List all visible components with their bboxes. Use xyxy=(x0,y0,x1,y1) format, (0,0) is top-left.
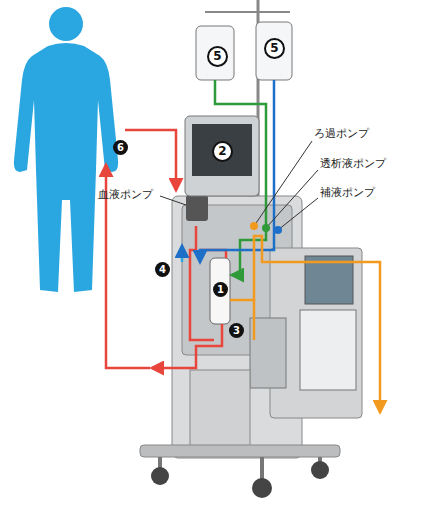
part-label: ろ過ポンプ xyxy=(314,127,369,141)
machine-base xyxy=(140,445,340,457)
blood-line-circuit xyxy=(190,226,214,340)
dialysate-pump-dot xyxy=(262,224,270,232)
blood-line-return xyxy=(152,324,222,368)
door-window xyxy=(300,310,356,390)
solution-bag xyxy=(256,22,292,80)
caster-leg xyxy=(260,457,264,480)
monitor-screen xyxy=(192,124,252,176)
callout-number: 6 xyxy=(113,140,128,155)
wheel xyxy=(252,478,272,498)
effluent-line xyxy=(230,236,380,412)
leader-line xyxy=(278,198,318,230)
machine-body xyxy=(172,196,302,458)
patient-silhouette xyxy=(14,7,118,292)
replacement-line xyxy=(200,80,274,262)
part-label: 補液ポンプ xyxy=(320,186,375,200)
blood-line-out xyxy=(125,130,176,190)
filtration-pump-dot xyxy=(250,222,258,230)
dialysate-line xyxy=(215,80,266,275)
blood-pump xyxy=(186,195,208,221)
part-label: 透析液ポンプ xyxy=(320,157,386,171)
part-label: 血液ポンプ xyxy=(98,188,153,202)
callout-number: 4 xyxy=(155,262,170,277)
pump-leaders xyxy=(160,141,318,234)
bag-holder xyxy=(250,318,286,388)
fluid-lines xyxy=(106,80,380,412)
dialysis-machine xyxy=(140,116,362,498)
wheel xyxy=(151,467,169,485)
hanger xyxy=(205,11,290,13)
lower-panel xyxy=(190,370,250,446)
callout-number: 3 xyxy=(229,323,244,338)
leader-line xyxy=(254,141,312,226)
monitor xyxy=(185,116,259,196)
callout-number: 2 xyxy=(212,141,233,162)
callout-number: 1 xyxy=(213,282,228,297)
filter xyxy=(210,258,230,324)
body xyxy=(14,43,118,292)
callout-number: 5 xyxy=(264,38,285,59)
effluent-line xyxy=(253,300,256,340)
callout-number: 5 xyxy=(207,46,228,67)
head xyxy=(49,7,83,41)
solution-bag xyxy=(196,26,234,80)
pressure-line xyxy=(181,246,184,262)
replacement-pump-dot xyxy=(274,226,282,234)
leader-line xyxy=(160,196,186,205)
wheel xyxy=(311,461,329,479)
